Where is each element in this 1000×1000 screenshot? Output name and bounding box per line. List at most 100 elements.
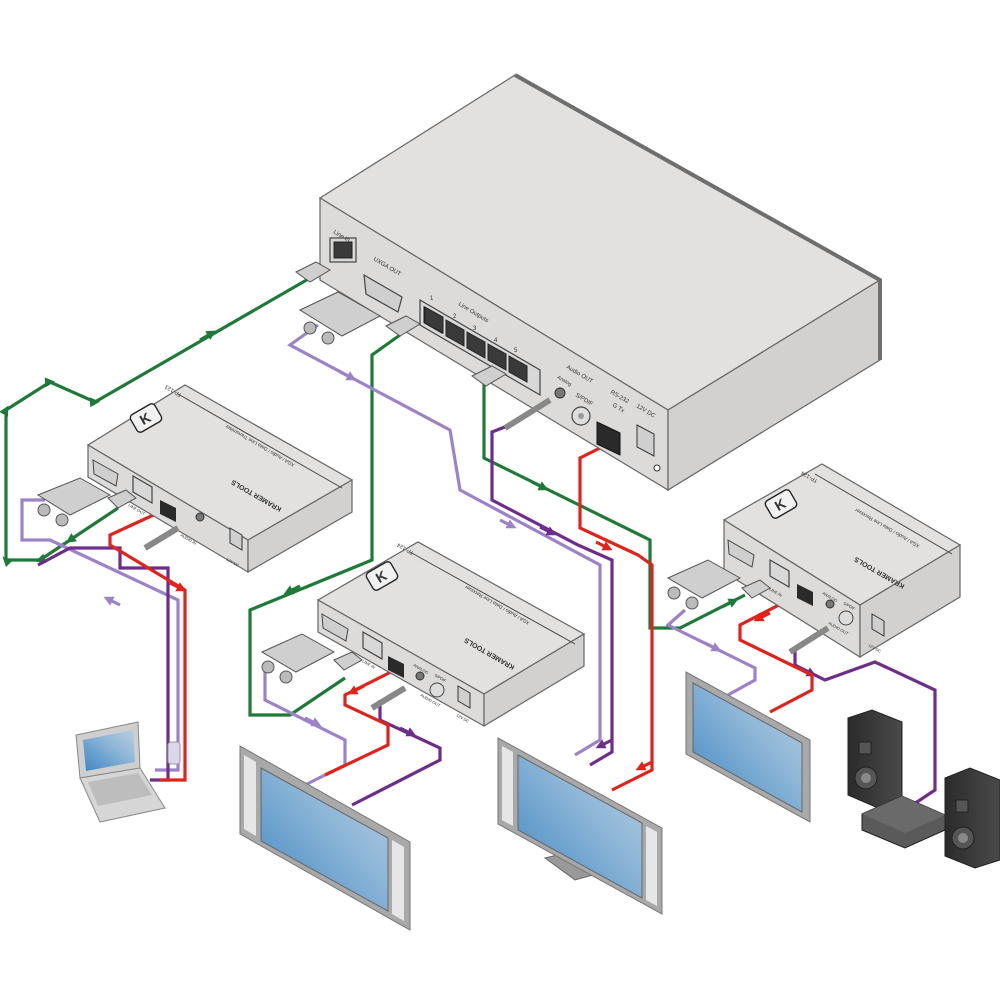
cable-audio-main-to-display2 xyxy=(490,423,614,767)
rx2-line-in-port[interactable] xyxy=(769,558,790,589)
rx2-side xyxy=(859,543,961,659)
display-3 xyxy=(685,671,811,823)
rx2-analog-jack[interactable] xyxy=(825,599,835,609)
cable-vga-laptop-to-tx xyxy=(20,498,180,772)
rx1-power-label: 12V DC xyxy=(456,713,471,724)
rx1-dsub-port[interactable] xyxy=(321,613,349,642)
rj45-plug-output-1 xyxy=(385,315,421,337)
cable-twisted-pair-tx-to-main xyxy=(0,276,311,568)
line-output-5[interactable] xyxy=(508,355,528,383)
speaker-right xyxy=(944,767,1000,869)
rx2-power-jack[interactable] xyxy=(871,613,885,637)
tx-power-jack[interactable] xyxy=(229,527,243,551)
cable-arrow-audio-1 xyxy=(539,525,557,536)
rx1-line-in-label: LINE IN xyxy=(362,659,377,670)
tx-side xyxy=(247,478,353,574)
rx2-kramer-logo xyxy=(764,489,798,519)
label-output-1: 1 xyxy=(430,296,434,302)
display-2 xyxy=(497,737,663,915)
rx1-top-stripe xyxy=(409,551,576,645)
cable-rs232-rx2-to-display3 xyxy=(738,588,814,714)
vga-plug-main xyxy=(298,291,382,337)
cable-arrow-audio-2 xyxy=(595,738,613,749)
ground-screw xyxy=(653,464,661,472)
rx2-spdif-label: S/PDIF xyxy=(843,601,857,612)
speaker-left xyxy=(847,709,903,809)
cable-arrow-green-1 xyxy=(199,330,217,342)
rx1-vga-screw-right xyxy=(279,670,293,684)
rx2-spdif-jack[interactable] xyxy=(838,610,854,626)
cable-arrow-vga-1 xyxy=(103,596,121,607)
tx-line-out-port[interactable] xyxy=(132,474,153,505)
speaker-right-tweeter xyxy=(955,799,969,813)
rs232-terminal-block[interactable] xyxy=(596,421,621,456)
tx-top-stripe xyxy=(177,393,343,489)
line-output-2[interactable] xyxy=(445,319,465,347)
cable-audio-rx1-to-display1 xyxy=(351,700,442,807)
display-2-speaker-left xyxy=(502,746,513,826)
rx2-vga-plug xyxy=(666,559,742,599)
cable-arrow-red-4 xyxy=(347,684,365,695)
line-output-3[interactable] xyxy=(466,331,486,359)
label-output-2: 2 xyxy=(453,314,457,320)
tx-rs232-terminal[interactable] xyxy=(160,500,176,522)
tx-audio-in-jack[interactable] xyxy=(195,512,205,522)
main-power-jack[interactable] xyxy=(636,424,655,457)
rx1-line-in-port[interactable] xyxy=(362,630,383,661)
tx-vga-screw-right xyxy=(55,513,69,527)
rx1-side xyxy=(483,632,585,728)
rx2-vga-screw-left xyxy=(667,586,681,600)
rx1-spdif-jack[interactable] xyxy=(429,682,445,698)
rx2-rs232-terminal[interactable] xyxy=(797,584,813,606)
label-g-tx: G Tx xyxy=(611,403,625,415)
cable-arrow-green-2 xyxy=(283,584,301,595)
cable-twisted-pair-main-to-rx1 xyxy=(248,333,401,717)
cable-arrow-vga-4 xyxy=(304,716,322,727)
laptop-screen xyxy=(83,730,135,771)
rx2-power-label: 12V DC xyxy=(868,643,883,654)
line-output-1[interactable] xyxy=(424,306,444,334)
rx1-spdif-label: S/PDIF xyxy=(434,673,448,684)
rx1-kramer-logo xyxy=(365,561,399,591)
rx1-vga-plug xyxy=(260,633,336,673)
tx-kramer-logo xyxy=(129,403,163,433)
audio-system xyxy=(847,709,1000,869)
label-output-5: 5 xyxy=(514,348,518,354)
tx-vga-plug xyxy=(36,477,112,516)
rx1-rs232-terminal[interactable] xyxy=(388,656,404,678)
cable-arrow-green-4 xyxy=(721,598,739,609)
analog-audio-jack[interactable] xyxy=(554,387,566,399)
rx1-analog-jack[interactable] xyxy=(415,671,425,681)
rj45-plug-output-3 xyxy=(471,365,507,387)
rx1-power-jack[interactable] xyxy=(457,685,471,709)
rx2-top-stripe xyxy=(814,473,953,555)
cable-arrow-red-2 xyxy=(595,540,613,551)
cable-rs232-main-to-display2 xyxy=(578,446,654,792)
cable-twisted-pair-main-to-rx2 xyxy=(482,383,746,630)
rx1-audio-plug xyxy=(370,685,407,711)
rx2-line-in-label: LINE IN xyxy=(769,587,784,598)
audio-plug-main xyxy=(503,397,552,431)
laptop-keyboard xyxy=(88,773,152,806)
cable-arrow-audio-3 xyxy=(399,726,417,737)
laptop xyxy=(75,721,181,823)
rx1-vga-screw-left xyxy=(261,660,275,674)
uxga-out-port[interactable] xyxy=(363,273,403,313)
label-output-3: 3 xyxy=(473,326,477,332)
display-1-screen xyxy=(260,767,389,912)
cable-arrow-red-3 xyxy=(635,760,653,771)
display-1 xyxy=(239,745,411,931)
tx-dsub-port[interactable] xyxy=(92,459,119,487)
rx2-vga-screw-right xyxy=(685,596,699,610)
main-distribution-unit: Line In UXGA OUT Line Outputs 1 2 3 4 5 … xyxy=(318,73,882,492)
line-output-4[interactable] xyxy=(487,343,507,371)
main-unit-rim xyxy=(514,73,882,360)
rx2-rj45-plug xyxy=(741,579,771,599)
cable-arrow-red-5 xyxy=(753,611,771,622)
tx-rj45-plug xyxy=(107,489,137,509)
cable-arrow-vga-3 xyxy=(499,518,517,529)
display-2-screen xyxy=(517,754,643,899)
display-1-speaker-right xyxy=(392,840,404,921)
rx2-dsub-port[interactable] xyxy=(727,539,755,568)
